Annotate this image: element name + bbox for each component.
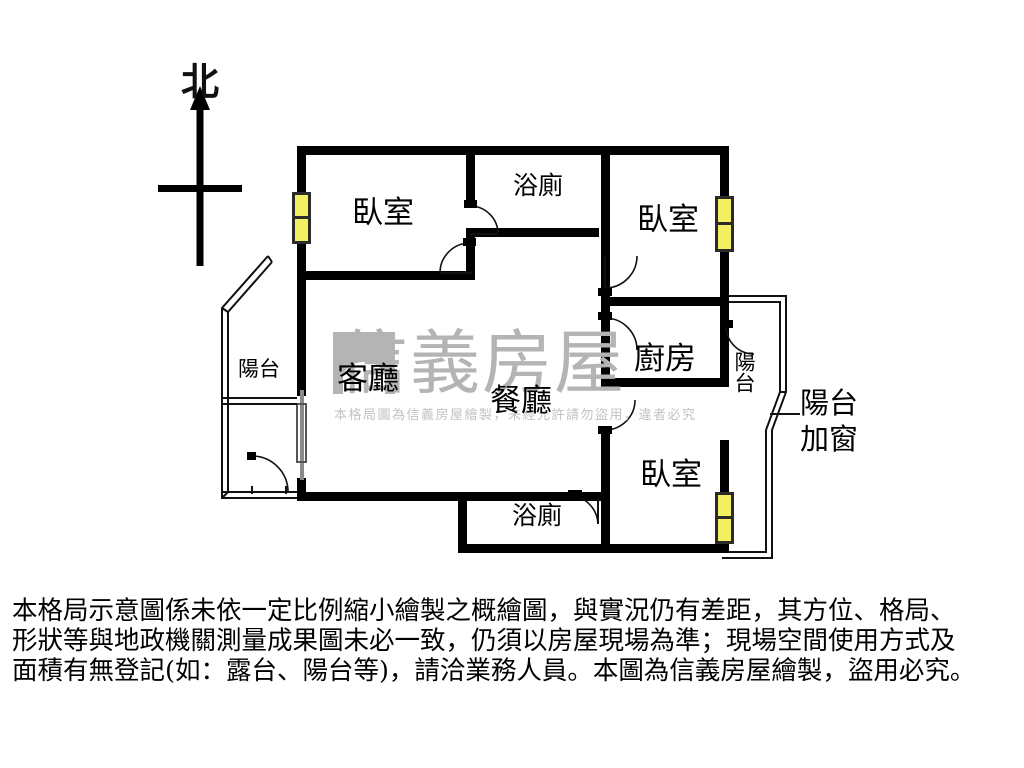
window-bedroom-top-left: [292, 192, 311, 244]
annotation-line-2: 加窗: [800, 422, 859, 456]
door-swings: [247, 200, 755, 525]
window-markers: [292, 192, 734, 544]
compass-rose: 北: [150, 62, 250, 277]
room-label-bedroom-top-left: 臥室: [352, 195, 414, 231]
annotation-balcony-added-window: 陽台 加窗: [800, 385, 858, 457]
floor-plan-drawing: [221, 146, 800, 559]
window-bedroom-top-right: [715, 196, 734, 252]
disclaimer-line-3: 面積有無登記(如：露台、陽台等)，請洽業務人員。本圖為信義房屋繪製，盜用必究。: [12, 656, 976, 686]
window-bedroom-bottom-right: [715, 492, 734, 544]
room-label-dining-room: 餐廳: [490, 383, 552, 419]
room-label-balcony-left: 陽台: [238, 357, 280, 381]
compass-north-label: 北: [180, 59, 219, 104]
interior-thin-lines: [222, 397, 297, 493]
room-label-bedroom-bottom-right: 臥室: [640, 457, 702, 493]
room-label-living-room: 客廳: [337, 361, 399, 397]
room-label-bathroom-top: 浴廁: [513, 171, 564, 200]
disclaimer-line-1: 本格局示意圖係未依一定比例縮小繪製之概繪圖，與實況仍有差距，其方位、格局、: [12, 596, 956, 626]
sliding-door-living-balcony: [296, 390, 307, 480]
room-label-bedroom-top-right: 臥室: [637, 202, 699, 238]
room-label-balcony-right: 陽台: [732, 351, 757, 393]
room-label-kitchen: 廚房: [634, 341, 696, 377]
balcony-right-outline: [722, 295, 787, 559]
disclaimer-text: 本格局示意圖係未依一定比例縮小繪製之概繪圖，與實況仍有差距，其方位、格局、 形狀…: [12, 596, 1012, 686]
structural-walls: [297, 146, 729, 553]
room-label-bathroom-bottom: 浴廁: [512, 501, 563, 530]
disclaimer-line-2: 形狀等與地政機關測量成果圖未必一致，仍須以房屋現場為準；現場空間使用方式及: [12, 626, 956, 656]
north-arrow-icon: [158, 86, 242, 266]
annotation-line-1: 陽台: [800, 386, 859, 420]
